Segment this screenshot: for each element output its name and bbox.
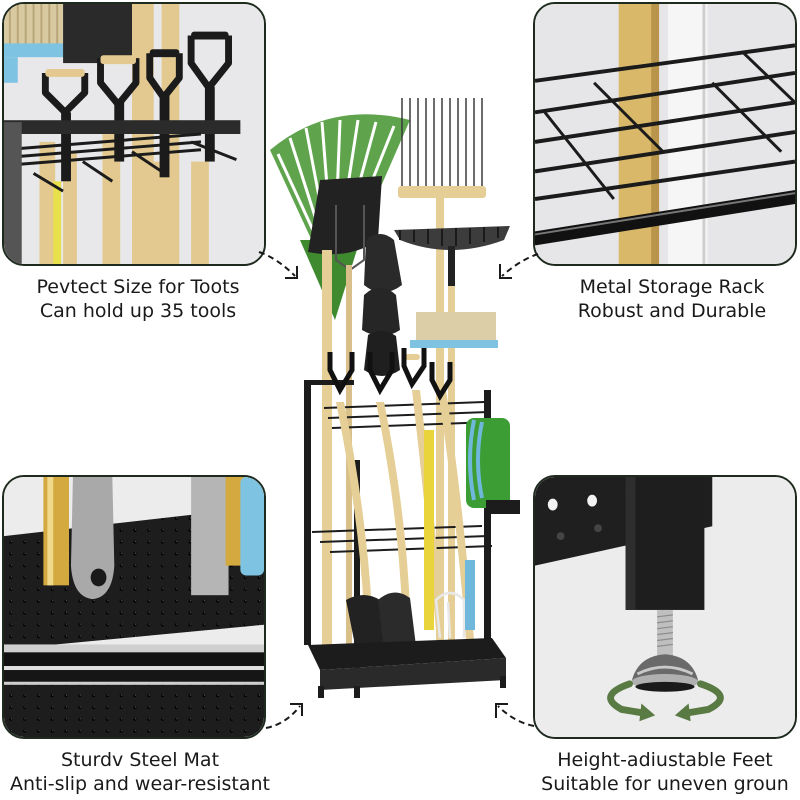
detail-panel-steel-mat	[2, 475, 266, 739]
caption-feet-title: Height-adiustable Feet	[557, 749, 773, 771]
tool-hooks-illustration	[4, 4, 264, 264]
detail-panel-adjustable-foot	[533, 475, 797, 739]
rotate-arrows-icon	[607, 680, 724, 722]
caption-mat: Sturdv Steel Mat Anti-slip and wear-resi…	[0, 748, 300, 796]
connector-arrow-top-left	[258, 251, 298, 279]
connector-arrow-top-right	[499, 253, 539, 279]
spades	[362, 234, 420, 376]
caption-material: Metal Storage Rack Robust and Durable	[540, 275, 800, 323]
connector-arrow-bottom-right	[495, 703, 535, 727]
pitchfork	[398, 98, 486, 668]
caption-mat-subtitle: Anti-slip and wear-resistant	[9, 773, 271, 795]
caption-capacity: Pevtect Size for Toots Can hold up 35 to…	[0, 275, 276, 323]
steel-mat-illustration	[4, 477, 264, 737]
caption-mat-title: Sturdv Steel Mat	[60, 749, 220, 771]
rack-frame	[304, 380, 491, 690]
connector-arrow-bottom-left	[265, 703, 303, 729]
caption-feet-subtitle: Suitable for uneven groun	[541, 773, 789, 795]
caption-capacity-subtitle: Can hold up 35 tools	[39, 300, 237, 322]
caption-material-subtitle: Robust and Durable	[577, 300, 767, 322]
tool-rack-product-image	[270, 98, 520, 698]
top-shelf	[323, 401, 493, 429]
hose-reel	[466, 418, 520, 514]
caption-capacity-title: Pevtect Size for Toots	[36, 276, 240, 298]
caption-feet: Height-adiustable Feet Suitable for unev…	[510, 748, 800, 796]
caption-material-title: Metal Storage Rack	[579, 276, 765, 298]
wire-shelf-illustration	[535, 4, 795, 264]
broom	[410, 312, 498, 348]
adjustable-foot-illustration	[535, 477, 795, 737]
bottom-tray	[308, 560, 506, 698]
detail-panel-wire-shelf	[533, 2, 797, 266]
detail-panel-tool-hooks	[2, 2, 266, 266]
